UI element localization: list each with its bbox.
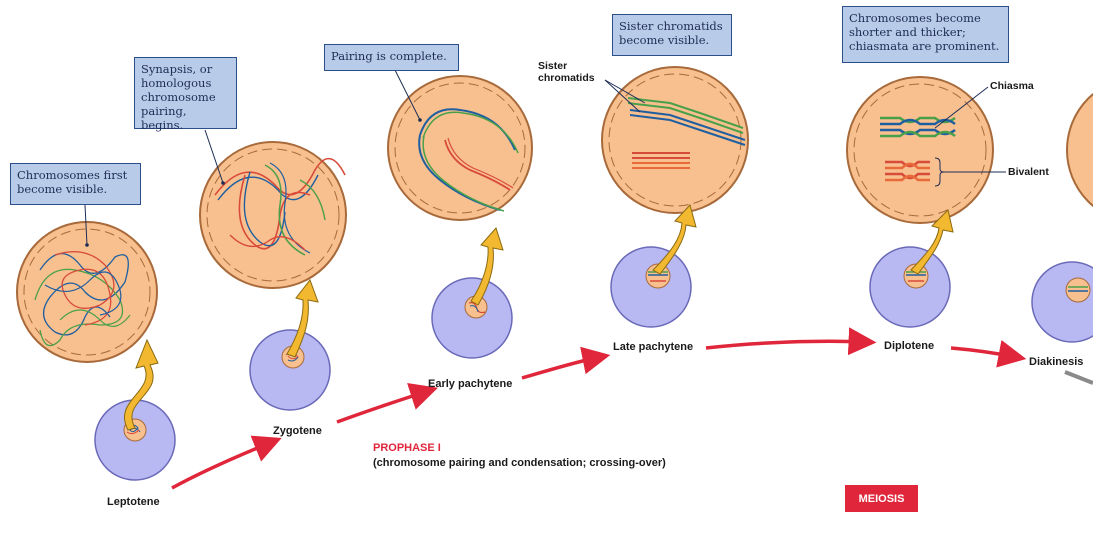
late-pachytene-small-nucleus (645, 263, 671, 289)
early-pachytene-stage (387, 69, 533, 359)
flow-arrow-2 (336, 383, 438, 424)
zygotene-stage (199, 129, 347, 411)
stage-label-diplotene: Diplotene (884, 340, 935, 352)
stage-label-early-pachytene: Early pachytene (428, 378, 513, 390)
zygotene-callout: Synapsis, or homologous chromosome pairi… (134, 57, 237, 132)
diakinesis-stage (1031, 92, 1093, 385)
bivalent-annotation: Bivalent (1008, 166, 1049, 178)
zygotene-cell (249, 329, 331, 411)
diplotene-cell (869, 246, 951, 328)
diplotene-zoom-arrow (910, 209, 954, 275)
flow-arrow-3 (521, 346, 611, 380)
diakinesis-nucleus-zoom (1066, 92, 1093, 208)
chiasma-annotation: Chiasma (990, 80, 1034, 92)
early-pachytene-cell (431, 277, 513, 359)
late-pachytene-nucleus-zoom (601, 66, 749, 214)
early-pachytene-nucleus-zoom (387, 75, 533, 221)
sister-chromatids-annotation: Sister chromatids (538, 60, 595, 84)
diplotene-nucleus-zoom (846, 76, 994, 224)
leptotene-callout: Chromosomes first become visible. (10, 163, 141, 205)
prophase-title: PROPHASE I (373, 442, 441, 454)
stage-label-zygotene: Zygotene (273, 425, 322, 437)
late-pachytene-cell (610, 246, 692, 328)
late-pachytene-zoom-arrow (652, 204, 697, 275)
diplotene-stage (846, 76, 1006, 328)
diplotene-callout: Chromosomes become shorter and thicker; … (842, 6, 1009, 63)
leptotene-stage (16, 204, 176, 481)
flow-arrow-1 (171, 435, 282, 490)
early-pachytene-callout: Pairing is complete. (324, 44, 459, 71)
early-pachytene-zoom-arrow (470, 227, 504, 306)
flow-arrows (171, 327, 1027, 490)
leptotene-zoom-arrow (124, 338, 159, 431)
zygotene-zoom-arrow (286, 278, 319, 358)
prophase-subtitle: (chromosome pairing and condensation; cr… (373, 457, 666, 469)
flow-arrow-4 (705, 327, 877, 356)
stage-label-leptotene: Leptotene (107, 496, 160, 508)
stage-label-late-pachytene: Late pachytene (613, 341, 694, 353)
late-pachytene-stage (601, 66, 749, 328)
diakinesis-cell (1031, 261, 1093, 343)
meiosis-badge: MEIOSIS (845, 485, 918, 512)
stage-label-diakinesis: Diakinesis (1029, 356, 1084, 368)
flow-arrow-5 (950, 339, 1027, 368)
late-pachytene-callout: Sister chromatids become visible. (612, 14, 732, 56)
diakinesis-small-nucleus (1065, 277, 1091, 303)
